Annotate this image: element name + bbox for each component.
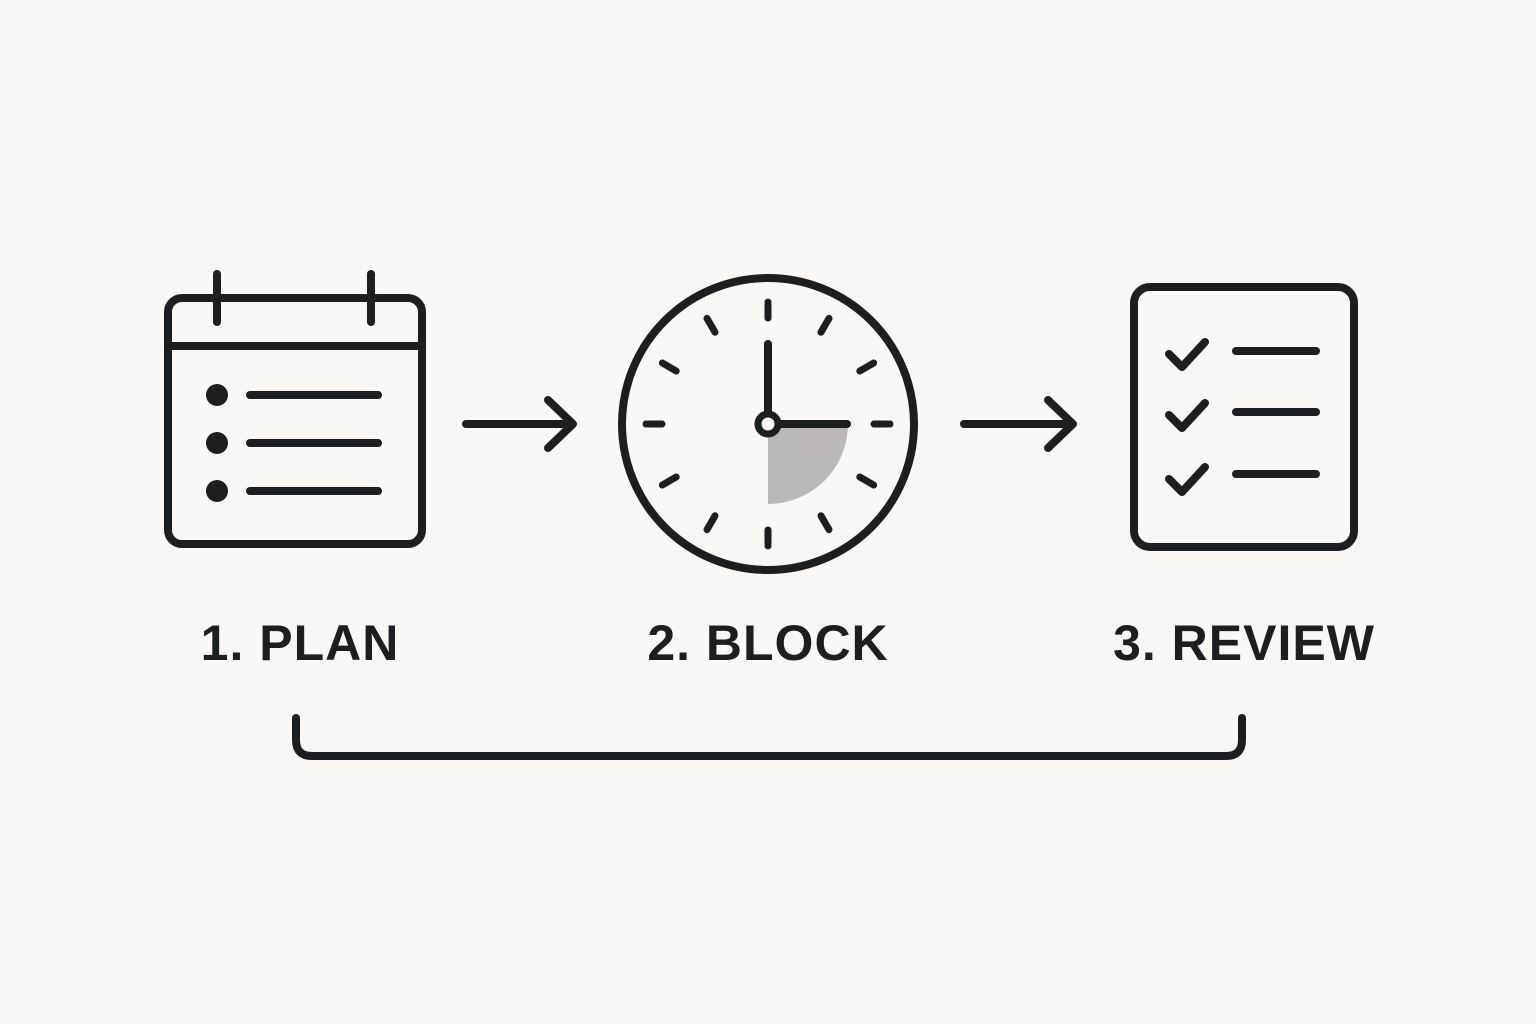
calendar-list-icon: [164, 270, 426, 548]
arrow-right-icon: [960, 396, 1077, 452]
clock-icon: [618, 274, 918, 574]
clock-tick: [703, 512, 719, 534]
step-label-block: 2. BLOCK: [647, 615, 889, 671]
step-label-plan: 1. PLAN: [200, 615, 400, 671]
clock-tick: [658, 473, 680, 489]
arrow-right-icon: [462, 396, 577, 452]
clock-tick: [856, 473, 878, 489]
clock-tick: [658, 359, 680, 375]
clock-tick: [817, 512, 833, 534]
step-label-review: 3. REVIEW: [1113, 615, 1375, 671]
clock-tick: [856, 359, 878, 375]
clock-tick: [817, 314, 833, 336]
checklist-icon: [1130, 283, 1358, 551]
clock-tick: [703, 314, 719, 336]
cycle-bracket: [292, 714, 1246, 760]
